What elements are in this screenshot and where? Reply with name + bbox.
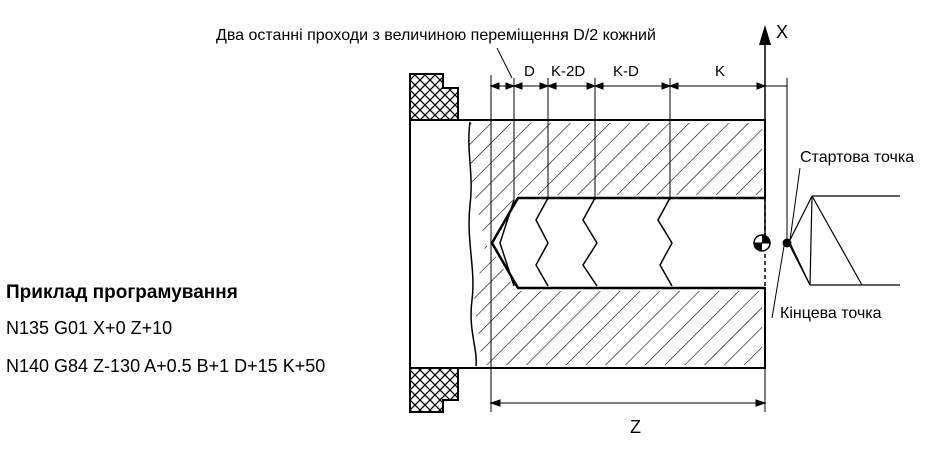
workpiece	[409, 119, 766, 369]
chuck-jaw-bottom	[409, 367, 459, 413]
program-line-2: N140 G84 Z-130 A+0.5 B+1 D+15 K+50	[6, 356, 326, 376]
program-title: Приклад програмування	[6, 282, 238, 303]
start-point-label: Стартова точка	[800, 149, 914, 166]
program-line-1: N135 G01 X+0 Z+10	[6, 318, 173, 338]
axis-x-label: X	[776, 22, 788, 42]
end-point-label: Кінцева точка	[780, 305, 882, 322]
axis-z-label: Z	[630, 417, 641, 437]
start-point-marker	[771, 167, 801, 319]
chuck-jaw-top	[409, 73, 459, 121]
dim-k-minus-d-label: K-D	[613, 63, 639, 80]
pass-profiles	[499, 197, 766, 288]
z-dimension	[489, 399, 767, 407]
extension-lines	[490, 47, 788, 412]
dim-k-label: K	[715, 63, 725, 80]
dim-d-label: D	[524, 63, 535, 80]
annotation-top: Два останні проходи з величиною переміще…	[216, 27, 656, 44]
x-axis	[759, 25, 771, 243]
cutting-tool	[789, 195, 900, 286]
dim-k-minus-2d-label: K-2D	[551, 63, 585, 80]
top-dimension-chain	[489, 82, 787, 90]
origin-symbol	[753, 234, 771, 252]
